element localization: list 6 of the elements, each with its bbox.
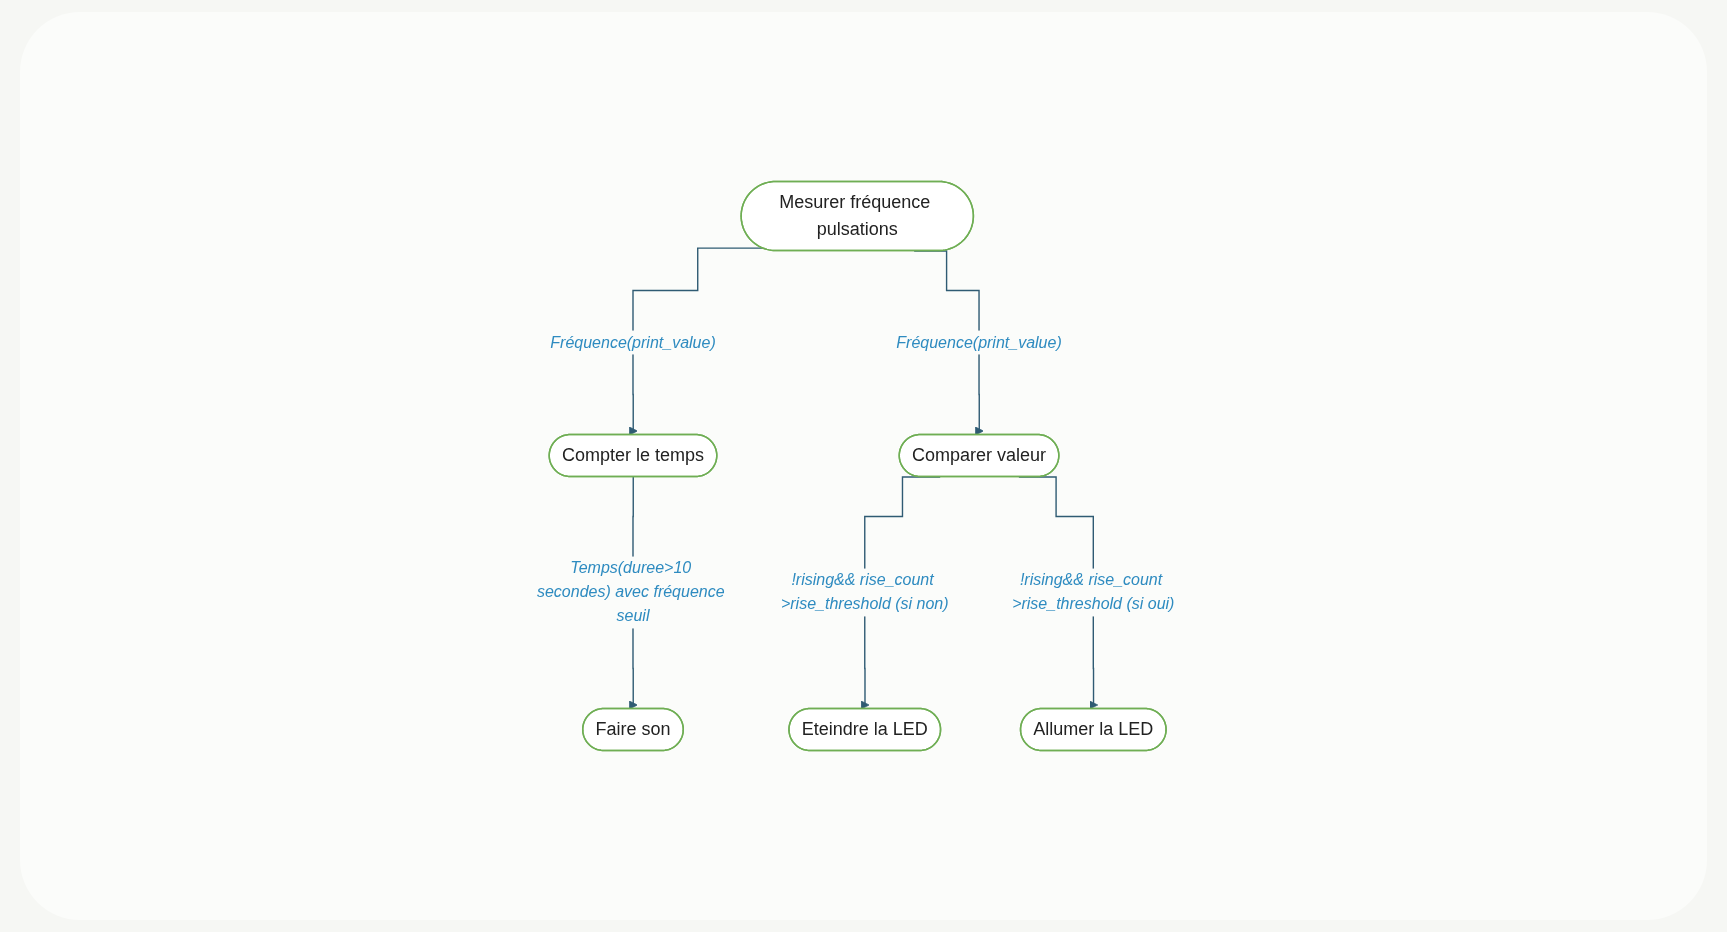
edge-label: Temps(duree>10 secondes) avec fréquence seuil <box>537 559 725 625</box>
edge-label: !rising&& rise_count >rise_threshold (si oui) <box>1012 571 1175 613</box>
edge-label: Fréquence(print_value) <box>896 333 1063 351</box>
arrow <box>629 247 764 436</box>
edge-label: !rising&& rise_count >rise_threshold (si non) <box>781 571 949 613</box>
edge-label: Fréquence(print_value) <box>550 333 717 351</box>
